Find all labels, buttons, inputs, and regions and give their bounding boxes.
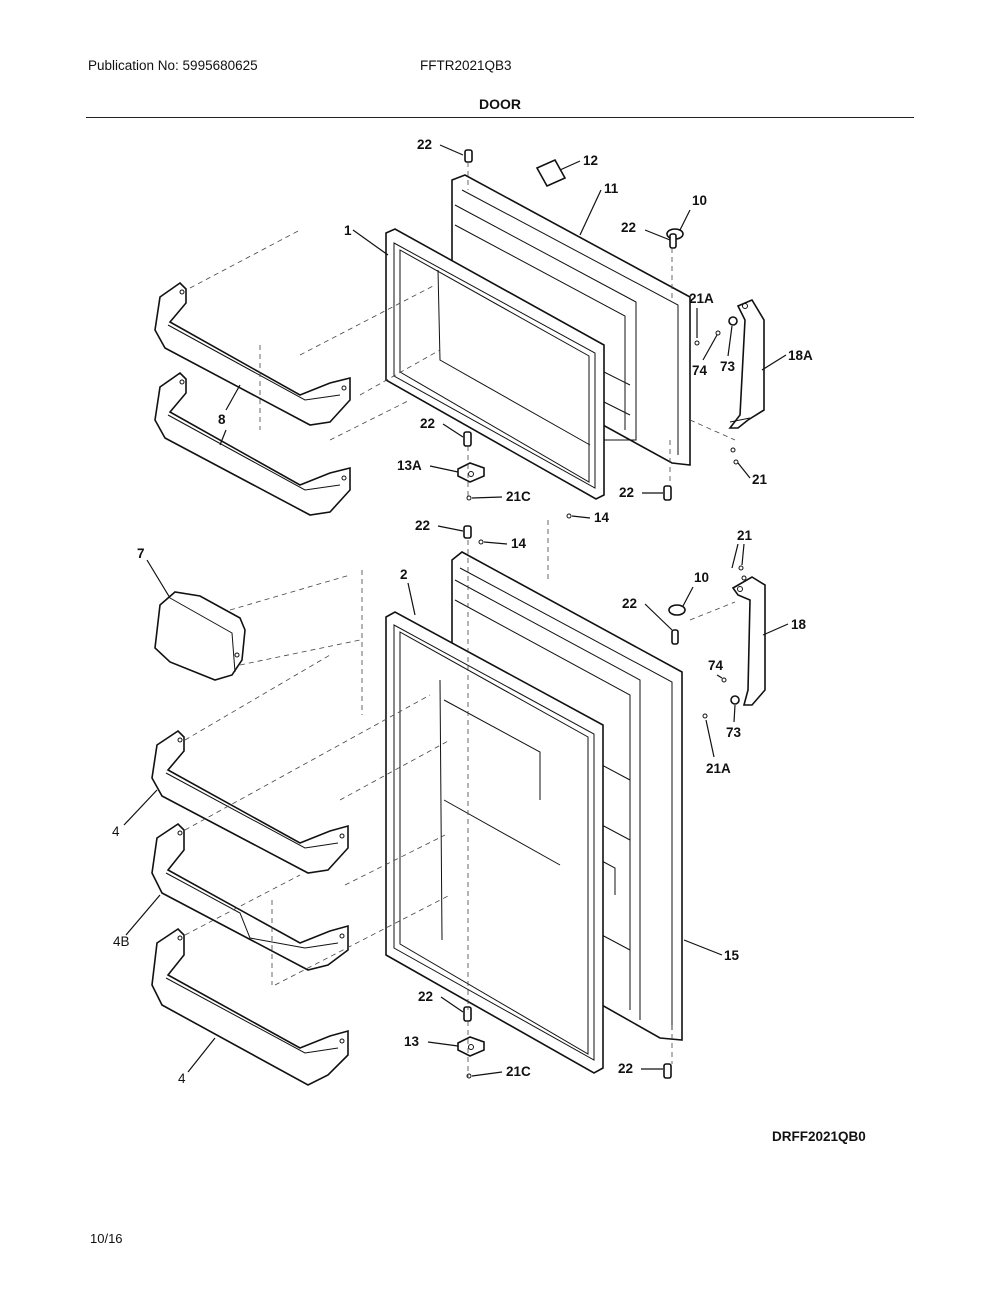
callout-c-22-d: 22 — [619, 485, 634, 500]
callout-c-7: 7 — [137, 546, 145, 561]
callout-c-4-a: 4 — [112, 824, 120, 839]
callout-c-21A-a: 21A — [689, 291, 714, 306]
callout-c-18: 18 — [791, 617, 807, 632]
freezer-door-gasket — [385, 228, 605, 500]
freezer-shelf-lower — [154, 371, 351, 516]
callout-c-73-b: 73 — [726, 725, 742, 740]
diagram-code: DRFF2021QB0 — [772, 1129, 866, 1144]
callout-c-21: 21 — [752, 472, 768, 487]
callout-c-12: 12 — [583, 153, 598, 168]
dairy-door-7 — [154, 591, 246, 681]
callout-c-13A: 13A — [397, 458, 422, 473]
fresh-food-shelf-4b — [151, 822, 349, 971]
callout-c-8: 8 — [218, 412, 226, 427]
callout-c-4-b: 4 — [178, 1071, 186, 1086]
freezer-hinge-18a — [728, 298, 765, 429]
callout-c-22-g: 22 — [418, 989, 433, 1004]
freezer-hardware — [457, 149, 739, 501]
fresh-food-shelf-4-lower — [151, 927, 349, 1086]
fresh-food-hardware — [457, 513, 747, 1079]
callout-c-1: 1 — [344, 223, 352, 238]
callout-c-21-b: 21 — [737, 528, 753, 543]
callout-c-18A: 18A — [788, 348, 813, 363]
callout-c-2: 2 — [400, 567, 408, 582]
fresh-food-shelf-4-upper — [151, 729, 349, 874]
freezer-shelf-upper — [154, 281, 351, 426]
callout-c-74-a: 74 — [692, 363, 708, 378]
callout-c-15: 15 — [724, 948, 740, 963]
callout-c-21C-a: 21C — [506, 489, 531, 504]
callout-c-21C-b: 21C — [506, 1064, 531, 1079]
callout-c-10-b: 10 — [694, 570, 709, 585]
fresh-food-door-gasket — [385, 611, 604, 1074]
callout-c-22-h: 22 — [618, 1061, 633, 1076]
page-number: 10/16 — [90, 1231, 123, 1246]
publication-number: Publication No: 5995680625 — [88, 58, 258, 73]
assembly-lines — [184, 162, 736, 1078]
callout-c-21A-b: 21A — [706, 761, 731, 776]
callout-c-14-a: 14 — [594, 510, 610, 525]
callout-c-14-b: 14 — [511, 536, 527, 551]
header-divider — [86, 117, 914, 118]
callout-c-13: 13 — [404, 1034, 420, 1049]
callout-c-10-a: 10 — [692, 193, 707, 208]
callout-c-74-b: 74 — [708, 658, 724, 673]
fresh-food-hinge-18 — [731, 576, 766, 706]
callout-c-22-e: 22 — [415, 518, 430, 533]
callout-c-22-b: 22 — [621, 220, 636, 235]
model-number: FFTR2021QB3 — [420, 58, 512, 73]
callout-leaders — [123, 144, 789, 1077]
callout-c-22-a: 22 — [417, 137, 432, 152]
callout-c-22-f: 22 — [622, 596, 637, 611]
section-title: DOOR — [479, 96, 521, 112]
callout-c-73-a: 73 — [720, 359, 736, 374]
callout-c-4B: 4B — [113, 934, 130, 949]
callout-c-11: 11 — [604, 181, 619, 196]
callout-c-22-c: 22 — [420, 416, 435, 431]
